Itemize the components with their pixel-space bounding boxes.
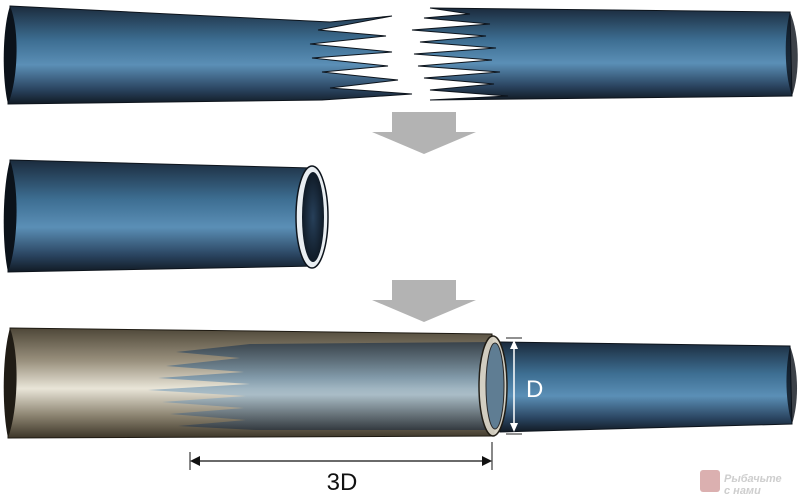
broken-rod-right-cap (785, 12, 798, 96)
overlap-dimension: 3D (189, 442, 493, 496)
trimmed-rod-hole (302, 172, 324, 262)
broken-rod-left-cap (3, 6, 17, 104)
watermark-line2: с нами (724, 485, 761, 497)
down-arrow-2 (372, 280, 476, 322)
trimmed-rod (3, 159, 329, 273)
broken-rod-right-piece (411, 7, 793, 101)
sleeve-left-cap (3, 328, 17, 438)
broken-rod-left-piece (7, 5, 413, 105)
diameter-label: D (526, 376, 543, 403)
overlap-length-label: 3D (327, 469, 358, 496)
trimmed-rod-left-cap (3, 160, 17, 272)
watermark: Рыбачьте с нами (700, 470, 782, 497)
diameter-dimension: D (506, 337, 543, 435)
broken-rod (3, 5, 798, 105)
repaired-joint (3, 327, 798, 439)
trimmed-rod-body (7, 159, 317, 273)
inner-rod-jagged (148, 342, 492, 430)
inserted-rod-right-cap (786, 346, 798, 424)
down-arrow-1 (372, 112, 476, 154)
watermark-line1: Рыбачьте (724, 473, 782, 485)
sleeve-hole (485, 342, 505, 430)
inserted-rod (499, 341, 793, 433)
watermark-logo-icon (700, 470, 720, 492)
